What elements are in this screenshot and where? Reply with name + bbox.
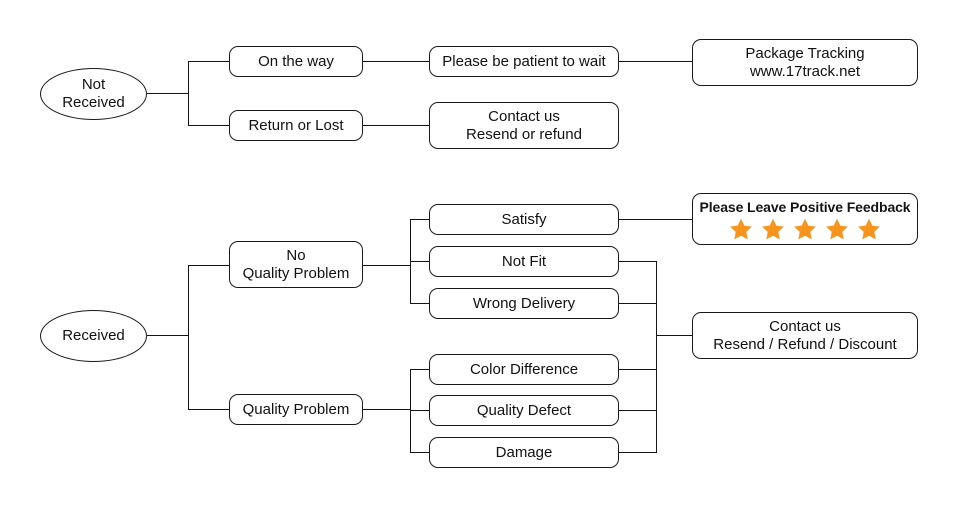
- connector-fan-to-satisfy: [410, 219, 430, 221]
- node-not-fit[interactable]: Not Fit: [429, 246, 619, 277]
- connector-split-to-quality-problem: [188, 409, 230, 411]
- node-wrong-delivery[interactable]: Wrong Delivery: [429, 288, 619, 319]
- node-return-or-lost[interactable]: Return or Lost: [229, 110, 363, 141]
- connector-fan-to-not-fit: [410, 261, 430, 263]
- connector-satisfy-to-feedback: [618, 219, 694, 221]
- node-please-be-patient-to-wait[interactable]: Please be patient to wait: [429, 46, 619, 77]
- connector-fan-to-wrong-delivery: [410, 303, 430, 305]
- node-quality-problem[interactable]: Quality Problem: [229, 394, 363, 425]
- connector-wait-to-tracking: [618, 61, 693, 63]
- star-icon: [729, 217, 753, 241]
- node-contact-us-resend-refund-discount[interactable]: Contact us Resend / Refund / Discount: [692, 312, 918, 359]
- connector-return-or-lost-to-contact: [362, 125, 430, 127]
- node-package-tracking[interactable]: Package Tracking www.17track.net: [692, 39, 918, 86]
- star-icon: [761, 217, 785, 241]
- connector-not-received-split-vertical: [188, 61, 190, 126]
- connector-received-to-split: [147, 335, 188, 337]
- connector-color-difference-to-merge: [618, 369, 657, 371]
- connector-split-to-on-the-way: [188, 61, 230, 63]
- connector-merge-to-contact-us: [656, 335, 694, 337]
- node-satisfy[interactable]: Satisfy: [429, 204, 619, 235]
- node-damage[interactable]: Damage: [429, 437, 619, 468]
- node-contact-us-resend-or-refund[interactable]: Contact us Resend or refund: [429, 102, 619, 149]
- connector-on-the-way-to-wait: [362, 61, 430, 63]
- node-positive-feedback[interactable]: Please Leave Positive Feedback: [692, 193, 918, 245]
- connector-fan-to-quality-defect: [410, 410, 430, 412]
- connector-fan-to-color-difference: [410, 369, 430, 371]
- connector-wrong-delivery-to-merge: [618, 303, 657, 305]
- star-icon: [857, 217, 881, 241]
- connector-split-to-return-or-lost: [188, 125, 230, 127]
- node-no-quality-problem[interactable]: No Quality Problem: [229, 241, 363, 288]
- connector-fan-to-damage: [410, 452, 430, 454]
- feedback-caption: Please Leave Positive Feedback: [699, 198, 911, 215]
- connector-damage-to-merge: [618, 452, 657, 454]
- node-not-received[interactable]: Not Received: [40, 68, 147, 120]
- connector-received-split-vertical: [188, 265, 190, 410]
- node-quality-defect[interactable]: Quality Defect: [429, 395, 619, 426]
- star-icon: [793, 217, 817, 241]
- connector-not-received-to-split: [147, 93, 188, 95]
- connector-merge-vertical: [656, 261, 658, 453]
- connector-split-to-no-quality-problem: [188, 265, 230, 267]
- node-received[interactable]: Received: [40, 310, 147, 362]
- connector-quality-problem-stem: [362, 409, 411, 411]
- star-icon: [825, 217, 849, 241]
- connector-quality-defect-to-merge: [618, 410, 657, 412]
- connector-no-quality-problem-stem: [362, 265, 411, 267]
- connector-not-fit-to-merge: [618, 261, 657, 263]
- node-color-difference[interactable]: Color Difference: [429, 354, 619, 385]
- node-on-the-way[interactable]: On the way: [229, 46, 363, 77]
- star-rating: [729, 217, 881, 241]
